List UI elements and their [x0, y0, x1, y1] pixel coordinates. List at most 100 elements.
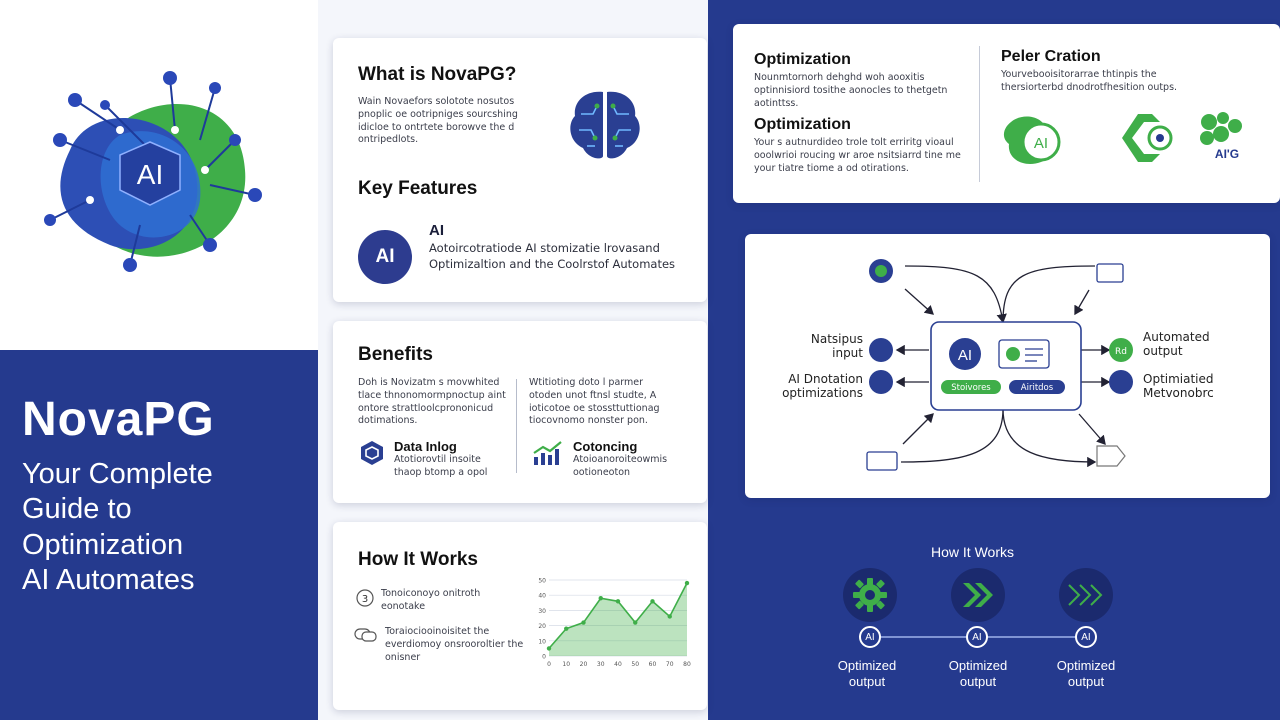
step-label-line: Optimized: [948, 658, 1008, 673]
step-label-line: output: [848, 673, 886, 689]
hero-section: NovaPG Your Complete Guide to Optimizati…: [22, 392, 322, 599]
ai-leaf-icon-text: AI'G: [1215, 147, 1239, 161]
optimization-description: Nounmtornorh dehghd woh aooxitis optinni…: [754, 72, 948, 109]
peler-cration-description: Yourvebooisitorarrae thtinpis the thersi…: [1001, 69, 1178, 93]
what-is-card: What is NovaPG? Wain Novaefors solotote …: [333, 38, 707, 302]
chart-x-tick-label: 50: [631, 661, 639, 668]
brain-icon: [570, 91, 640, 159]
step-outline-arrows-circle: [1059, 568, 1113, 622]
feature-description-line: Optimizaltion and the Coolrstof Automate…: [429, 256, 676, 271]
flow-label-optimizations: AI Dnotation optimizations: [765, 372, 863, 401]
flow-label-line: Metvonobrc: [1143, 386, 1214, 401]
flow-label-automated-output: Automated output: [1143, 330, 1210, 359]
flow-connectors: AI Stoivores Airitdos Rd: [866, 259, 1133, 471]
step-label-line: output: [959, 673, 997, 689]
flow-right1-badge: Rd: [1115, 347, 1127, 357]
chat-bubble-icon: [354, 628, 377, 642]
how-step-text: Toraiociooinoisitet the everdiomoy onsro…: [385, 626, 524, 663]
chart-x-tick-label: 20: [580, 661, 588, 668]
chart-y-tick-label: 0: [542, 654, 546, 661]
hexagon-target-icon: [1122, 114, 1173, 162]
hero-subtitle-line: Your Complete: [22, 458, 213, 490]
flow-center-ai: AI: [958, 347, 972, 364]
step-label-line: output: [1067, 673, 1105, 689]
benefit-item-desc: Atoioanoroiteowmis ootioneoton: [573, 454, 668, 478]
ai-gear-icon-text: AI: [1034, 135, 1048, 152]
chart-point: [581, 620, 586, 625]
step-ai-badge: AI: [1075, 626, 1097, 648]
feature-title: AI: [429, 222, 444, 239]
chart-x-tick-label: 70: [666, 661, 674, 668]
benefit-item-label: Data Inlog: [394, 439, 457, 454]
chart-point: [615, 599, 621, 604]
step-ai-badge: AI: [859, 626, 881, 648]
benefits-title: Benefits: [358, 344, 433, 365]
step-label: Optimized output: [933, 658, 1023, 689]
chart-area: [549, 583, 687, 656]
hero-title: NovaPG: [22, 393, 215, 446]
chart-point: [564, 626, 569, 631]
chart-y-tick-label: 50: [538, 578, 546, 585]
how-it-works-steps-title: How It Works: [931, 544, 1014, 560]
chart-point: [667, 614, 672, 619]
benefits-divider: [516, 379, 517, 473]
left-bottom-background: [0, 350, 330, 720]
flow-label-optimiatied: Optimiatied Metvonobrc: [1143, 372, 1214, 401]
flow-pill-label: Airitdos: [1021, 383, 1054, 393]
feature-description: Aotoircotratiode AI stomizatie lrovasand…: [429, 241, 694, 272]
flow-label-line: AI Dnotation: [788, 372, 863, 386]
flow-label-line: input: [832, 346, 863, 361]
chart-x-tick-label: 40: [614, 661, 622, 668]
how-step: 3 Tonoiconoyo onitroth eonotake: [355, 588, 511, 614]
hero-subtitle-line: Optimization: [22, 528, 184, 561]
ai-gear-icon: AI: [1003, 116, 1061, 164]
flow-label-line: output: [1143, 344, 1183, 359]
optimization-divider: [979, 46, 980, 182]
benefits-right-text: Wtitioting doto l parmer otoden unot ftn…: [529, 377, 660, 427]
chart-x-tick-label: 30: [597, 661, 605, 668]
optimization-title: Optimization: [754, 116, 851, 133]
logo-ai-text: AI: [137, 159, 163, 190]
how-it-works-title: How It Works: [358, 549, 478, 570]
hero-subtitle-line: Guide to: [22, 493, 132, 526]
feature-description-line: Aotoircotratiode AI stomizatie lrovasand: [429, 241, 660, 255]
ai-badge-icon: AI: [358, 230, 412, 284]
what-is-title: What is NovaPG?: [358, 64, 517, 85]
optimization-title: Optimization: [754, 51, 851, 68]
how-step: Toraiociooinoisitet the everdiomoy onsro…: [353, 626, 525, 664]
benefits-left-text: Doh is Novizatm s movwhited tlace thnono…: [358, 377, 506, 427]
double-chevron-icon: [963, 583, 993, 607]
svg-text:3: 3: [362, 594, 368, 605]
chart-y-tick-label: 10: [538, 638, 546, 645]
flow-diagram-card: AI Stoivores Airitdos Rd Natsipus input …: [745, 234, 1270, 498]
chart-x-tick-label: 80: [683, 661, 691, 668]
step-label-line: Optimized: [837, 658, 897, 673]
flow-label-line: Optimiatied: [1143, 372, 1214, 386]
chart-x-tick-label: 60: [649, 661, 657, 668]
flow-label-line: Automated: [1143, 330, 1210, 344]
benefit-item-desc: Atotiorovtil insoite thaop btomp a opol: [394, 454, 488, 478]
step-ai-badge: AI: [966, 626, 988, 648]
step-number-icon: 3: [356, 589, 374, 607]
step-gear-circle: [843, 568, 897, 622]
chart-point: [546, 646, 552, 651]
chart-x-tick-label: 10: [562, 661, 570, 668]
triple-chevron-icon: [1068, 584, 1103, 606]
chart-y-tick-label: 20: [538, 623, 546, 630]
what-is-description: Wain Novaefors solotote nosutos pnoplic …: [358, 96, 518, 146]
hero-subtitle: Your Complete Guide to Optimization AI A…: [22, 457, 322, 599]
step-label: Optimized output: [1041, 658, 1131, 689]
flow-label-line: Natsipus: [810, 332, 863, 346]
step-arrows-circle: [951, 568, 1005, 622]
chart-x-tick-label: 0: [547, 661, 551, 668]
benefit-item-cotoncing: Cotoncing Atoioanoroiteowmis ootioneoton: [531, 439, 683, 480]
novapg-network-logo: AI: [44, 71, 262, 272]
flow-label-line: optimizations: [782, 386, 863, 401]
benefits-card: Benefits Doh is Novizatm s movwhited tla…: [333, 321, 707, 503]
gear-icon: [853, 578, 887, 612]
chart-point: [598, 596, 603, 601]
chart-point: [633, 620, 638, 625]
optimization-description: Your s autnurdideo trole tolt erriritg v…: [754, 137, 961, 174]
how-it-works-card: How It Works 3 Tonoiconoyo onitroth eono…: [333, 522, 707, 710]
